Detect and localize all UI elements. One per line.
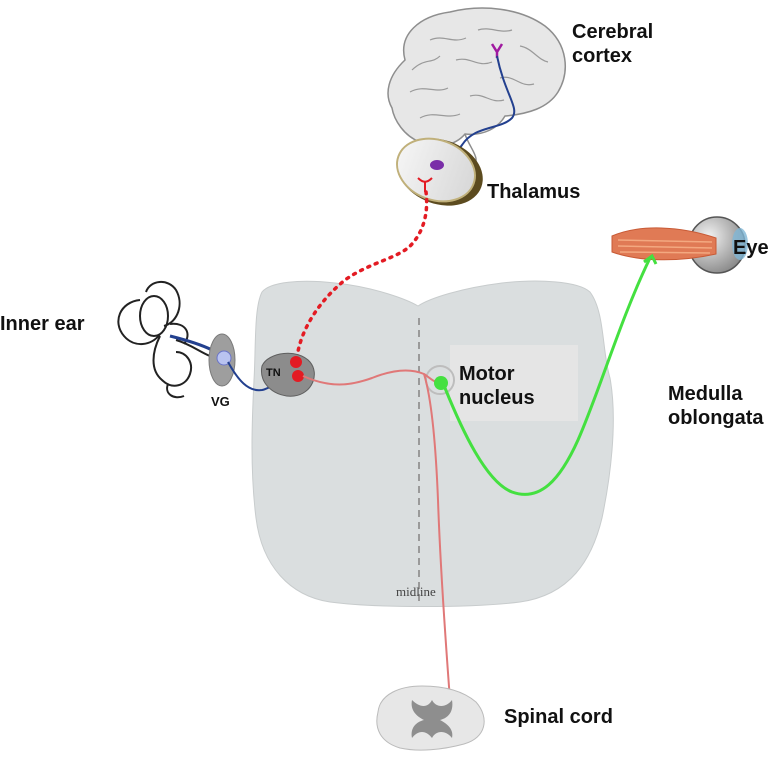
label-thalamus: Thalamus — [487, 181, 581, 203]
motor-nucleus-box — [450, 345, 578, 421]
label-motor-nucleus: Motor nucleus — [459, 363, 535, 409]
thalamus-synapse — [417, 177, 433, 192]
label-inner-ear: Inner ear — [0, 313, 85, 335]
thalamus-disk — [396, 137, 483, 206]
tn-thalamus-projection — [295, 190, 429, 360]
motor-eye-pathway — [443, 257, 652, 496]
label-medulla-oblongata: Medulla oblongata — [668, 383, 764, 429]
vestibular-nerve-fibers — [169, 334, 213, 352]
label-vg: VG — [211, 394, 230, 409]
eye-illustration — [611, 216, 748, 274]
thalamus-neuron — [430, 160, 444, 170]
medulla-oblongata-body — [251, 280, 614, 607]
spinal-projection-fiber — [423, 373, 451, 701]
motor-eye-terminal — [643, 253, 658, 265]
inner-ear-labyrinth — [117, 281, 211, 399]
motor-neuron — [434, 376, 448, 390]
label-midline: midline — [396, 584, 436, 599]
vestibular-ganglion-neuron — [216, 350, 232, 366]
tn-neuron-upper — [290, 356, 302, 368]
tn-motor-fiber — [302, 369, 441, 386]
cerebral-cortex-brain — [387, 7, 566, 169]
label-eye: Eye — [733, 237, 769, 259]
label-cerebral-cortex: Cerebral cortex — [572, 21, 654, 67]
spinal-cord-section — [376, 685, 485, 751]
tn-neuron-lower — [292, 370, 304, 382]
label-tn: TN — [266, 367, 281, 379]
label-spinal-cord: Spinal cord — [504, 706, 613, 728]
